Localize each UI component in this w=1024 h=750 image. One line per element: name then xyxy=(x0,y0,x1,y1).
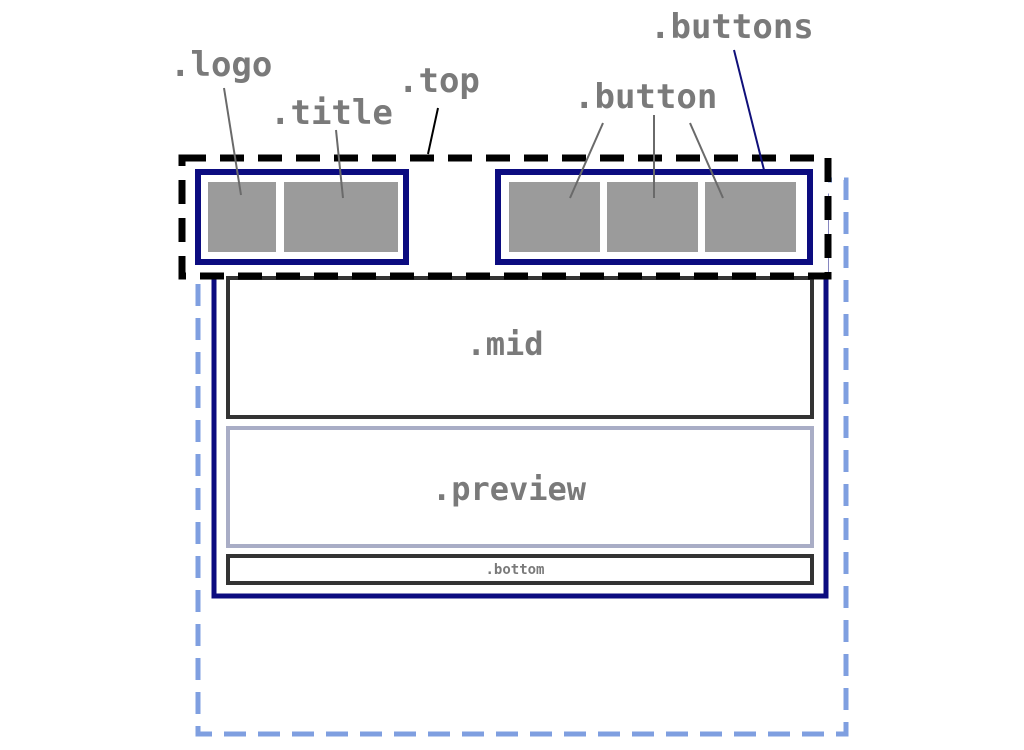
button-block-3 xyxy=(705,182,796,252)
bottom-label: .bottom xyxy=(485,562,544,578)
preview-box xyxy=(226,426,814,548)
button-leader-line-3 xyxy=(689,122,724,199)
button-block-2 xyxy=(607,182,698,252)
mid-label: .mid xyxy=(466,325,543,363)
buttons-leader-line xyxy=(733,49,765,171)
buttons-label: .buttons xyxy=(650,7,814,47)
button-label: .button xyxy=(574,77,717,117)
title-label: .title xyxy=(270,93,393,133)
top-label: .top xyxy=(398,61,480,101)
logo-block xyxy=(208,182,276,252)
logo-label: .logo xyxy=(170,45,272,85)
bottom-box xyxy=(226,554,814,585)
preview-label: .preview xyxy=(432,470,587,508)
top-dashed-box xyxy=(178,154,832,280)
title-block xyxy=(284,182,398,252)
title-leader-line xyxy=(335,129,344,199)
button-block-1 xyxy=(509,182,600,252)
logo-leader-line xyxy=(223,87,242,196)
button-leader-line-1 xyxy=(569,122,604,199)
top-leader-line xyxy=(427,107,439,155)
mid-box xyxy=(226,276,814,419)
